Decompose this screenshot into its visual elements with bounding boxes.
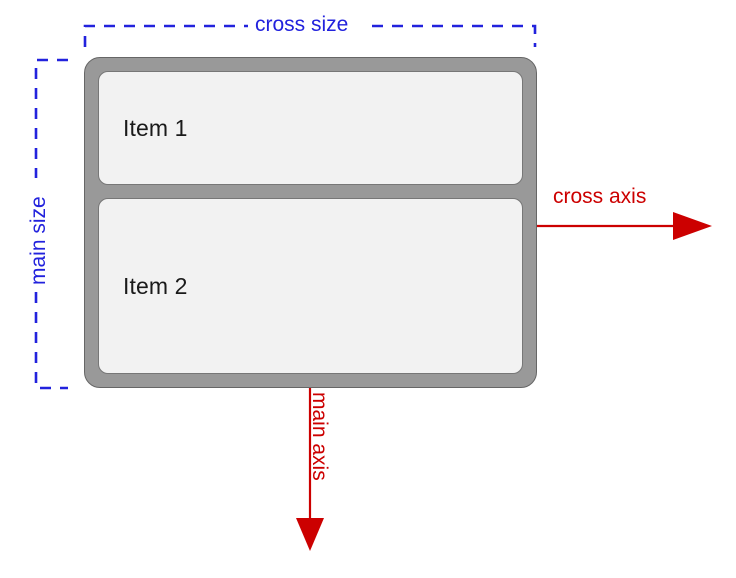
flex-item-2[interactable]: Item 2 — [98, 198, 523, 374]
cross-size-bracket-left — [83, 24, 248, 47]
cross-size-bracket — [83, 24, 537, 47]
main-axis-label: main axis — [308, 392, 331, 481]
cross-axis-label: cross axis — [553, 185, 647, 208]
main-size-bracket-top — [34, 58, 68, 178]
main-size-label: main size — [27, 196, 50, 285]
flex-item-1[interactable]: Item 1 — [98, 71, 523, 185]
cross-size-label: cross size — [255, 13, 349, 36]
flex-item-2-label: Item 2 — [123, 272, 188, 299]
flex-container: Item 1 Item 2 — [84, 57, 537, 388]
flex-item-1-label: Item 1 — [123, 114, 188, 141]
main-size-bracket-bottom — [34, 292, 68, 390]
main-size-bracket — [34, 58, 68, 390]
cross-axis-arrowhead — [673, 212, 712, 240]
cross-size-bracket-right — [372, 24, 537, 47]
main-axis-arrowhead — [296, 518, 324, 551]
